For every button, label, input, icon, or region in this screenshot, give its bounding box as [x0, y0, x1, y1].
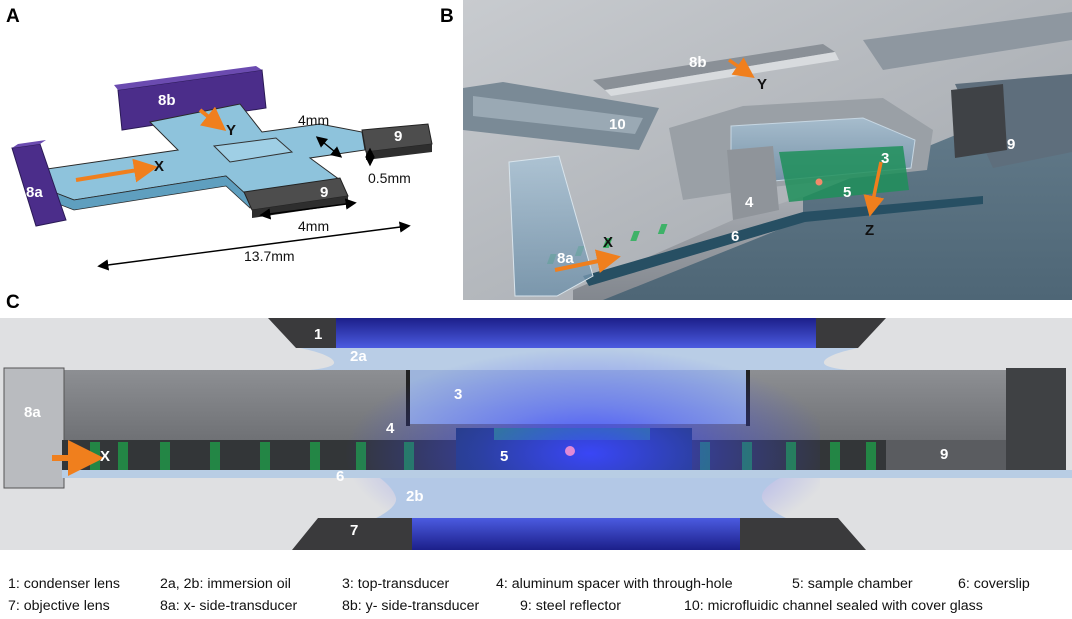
- dimension-13-7mm: 13.7mm: [244, 248, 295, 264]
- y-direction-arrow: [727, 57, 755, 79]
- sample-center-dot: [565, 446, 575, 456]
- objective-beam: [406, 518, 744, 550]
- legend-item: 4: aluminum spacer with through-hole: [496, 576, 733, 592]
- panel-b-render: [463, 0, 1072, 300]
- coverslip-channel-6: [583, 196, 983, 286]
- legend-row-2: 7: objective lens 8a: x- side-transducer…: [8, 598, 1068, 618]
- microfluidic-channel-10-highlight: [473, 96, 643, 134]
- label-y-axis: Y: [757, 76, 768, 93]
- chip-center-pad: [212, 137, 294, 163]
- dimension-4mm-bottom: 4mm: [298, 218, 330, 234]
- channel-groove-top: [593, 44, 835, 90]
- dim-4mm-bottom-line: [259, 198, 357, 220]
- objective-lens-7-left: [292, 518, 412, 550]
- dimension-4mm-top: 4mm: [298, 112, 330, 128]
- x-direction-arrow: [554, 249, 621, 273]
- label-x-axis: X: [603, 234, 614, 251]
- label-7: 7: [350, 522, 359, 539]
- label-4: 4: [745, 194, 754, 211]
- panel-c-cross-section: [0, 318, 1072, 550]
- dim-4mm-top-line: [315, 136, 343, 158]
- label-3: 3: [881, 150, 890, 167]
- label-x-axis: X: [154, 158, 165, 175]
- top-right-strip: [863, 12, 1072, 70]
- label-9-bottom: 9: [320, 184, 329, 201]
- dim-137mm-line: [97, 221, 411, 271]
- panel-a: A 8b 8a: [0, 0, 455, 300]
- label-9: 9: [1007, 136, 1016, 153]
- label-6: 6: [336, 468, 345, 485]
- label-2a: 2a: [350, 348, 367, 365]
- label-z-axis: Z: [865, 222, 875, 239]
- label-9-top: 9: [394, 128, 403, 145]
- label-9: 9: [940, 446, 949, 463]
- legend-item: 5: sample chamber: [792, 576, 913, 592]
- immersion-oil-2b: [376, 478, 786, 518]
- legend-item: 6: coverslip: [958, 576, 1030, 592]
- aluminum-spacer-4: [727, 146, 779, 220]
- label-2b: 2b: [406, 488, 424, 505]
- label-8b: 8b: [158, 92, 176, 109]
- x-direction-arrow: [75, 158, 158, 183]
- legend-row-1: 1: condenser lens 2a, 2b: immersion oil …: [8, 576, 1068, 596]
- condenser-lens-1-left: [268, 318, 336, 348]
- legend-item: 8b: y- side-transducer: [342, 598, 480, 614]
- side-transducer-8a: [508, 155, 594, 297]
- steel-reflector-9-end: [1006, 368, 1066, 474]
- legend-item: 1: condenser lens: [8, 576, 120, 592]
- x-side-transducer-8a: [3, 367, 65, 489]
- transducer-8a-top: [12, 140, 46, 148]
- label-6: 6: [731, 228, 740, 245]
- dimension-0-5mm: 0.5mm: [368, 170, 411, 186]
- label-8b: 8b: [689, 54, 707, 71]
- panel-c-letter: C: [6, 292, 20, 313]
- label-10: 10: [609, 116, 626, 133]
- objective-lens-7-right: [740, 518, 866, 550]
- reflector-9-right-side: [366, 144, 432, 160]
- label-4: 4: [386, 420, 395, 437]
- panel-a-letter: A: [6, 6, 20, 27]
- label-1: 1: [314, 326, 323, 343]
- steel-reflector-9: [886, 440, 1008, 474]
- legend-item: 10: microfluidic channel sealed with cov…: [684, 598, 983, 614]
- panel-c: 1 2a 3 8a 4 X 5 9 6 2b 7: [0, 318, 1072, 550]
- channel-groove-top-light: [605, 52, 839, 96]
- label-8a: 8a: [26, 184, 43, 201]
- label-5: 5: [843, 184, 852, 201]
- legend-item: 2a, 2b: immersion oil: [160, 576, 291, 592]
- transducer-8b-top: [114, 66, 262, 90]
- label-8a: 8a: [24, 404, 41, 421]
- steel-reflector-9: [951, 84, 1007, 158]
- panel-b: 8b Y 10 9 3 5 4 6 Z X 8a: [463, 0, 1072, 300]
- label-y-axis: Y: [226, 122, 237, 139]
- label-x-axis: X: [100, 448, 111, 465]
- panel-b-letter: B: [440, 6, 454, 27]
- sample-center-dot: [815, 178, 823, 186]
- legend-item: 3: top-transducer: [342, 576, 450, 592]
- panel-a-chip-drawing: [11, 66, 433, 271]
- label-3: 3: [454, 386, 463, 403]
- label-5: 5: [500, 448, 509, 465]
- condenser-lens-1-right: [816, 318, 886, 348]
- legend-item: 8a: x- side-transducer: [160, 598, 298, 614]
- z-direction-arrow: [863, 161, 885, 217]
- label-8a: 8a: [557, 250, 574, 267]
- coverslip-6: [62, 470, 1072, 478]
- legend-item: 7: objective lens: [8, 598, 110, 614]
- y-direction-arrow: [198, 106, 227, 131]
- legend-item: 9: steel reflector: [520, 598, 621, 614]
